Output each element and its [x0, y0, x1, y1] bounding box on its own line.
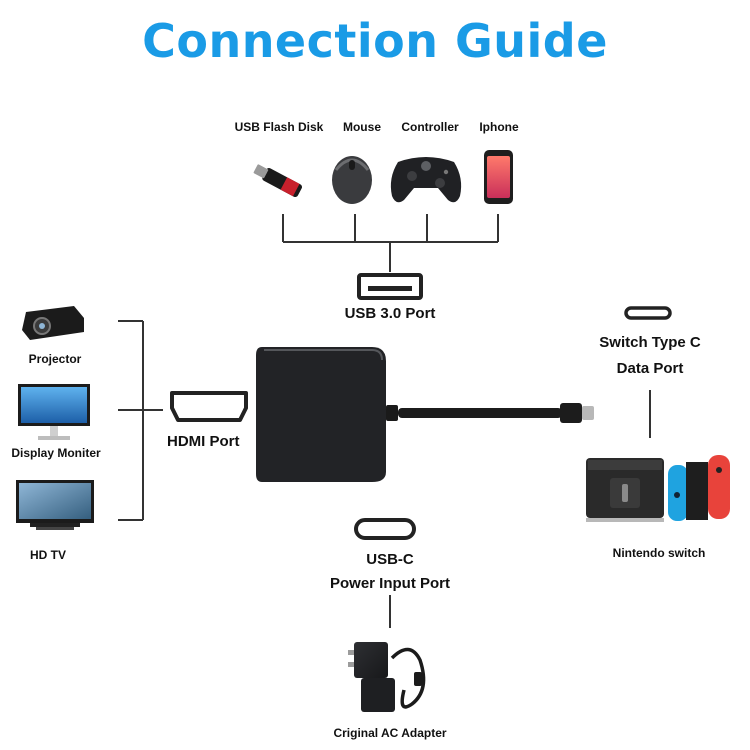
controller-label: Controller [401, 120, 459, 134]
projector-icon [22, 306, 84, 340]
monitor-label: Display Moniter [11, 446, 101, 460]
mouse-icon [332, 156, 372, 204]
hdmi-port-icon [170, 391, 248, 422]
usb-a-port-icon [357, 273, 423, 300]
nintendo-switch-icon [586, 455, 730, 522]
usb-connector-lines [282, 214, 499, 272]
ac-adapter-icon [348, 642, 426, 712]
ac-adapter-label: Criginal AC Adapter [333, 726, 447, 740]
monitor-icon [18, 384, 90, 440]
hd-tv-label: HD TV [30, 548, 66, 562]
switch-type-c-label-line2: Data Port [616, 360, 684, 377]
tv-icon [16, 480, 94, 530]
adapter-hub-icon [256, 347, 398, 482]
usb-c-power-port-icon [354, 518, 416, 540]
smartphone-icon [484, 150, 513, 204]
projector-label: Projector [28, 352, 82, 366]
iphone-label: Iphone [479, 120, 519, 134]
nintendo-switch-label: Nintendo switch [612, 546, 706, 560]
usb-c-cable-icon [398, 403, 594, 423]
usb-flash-disk-icon [253, 164, 303, 198]
switch-type-c-label-line1: Switch Type C [599, 334, 701, 351]
game-controller-icon [390, 157, 462, 203]
hdmi-port-label: HDMI Port [167, 433, 240, 450]
hdmi-connector-lines [118, 320, 163, 521]
page-title: Connection Guide [142, 14, 608, 68]
usb-c-label-line2: Power Input Port [330, 575, 450, 592]
usb-flash-disk-label: USB Flash Disk [234, 120, 324, 134]
mouse-label: Mouse [342, 120, 381, 134]
usb3-port-label: USB 3.0 Port [344, 305, 436, 322]
type-c-port-icon [624, 306, 672, 320]
usb-c-label-line1: USB-C [366, 551, 414, 568]
